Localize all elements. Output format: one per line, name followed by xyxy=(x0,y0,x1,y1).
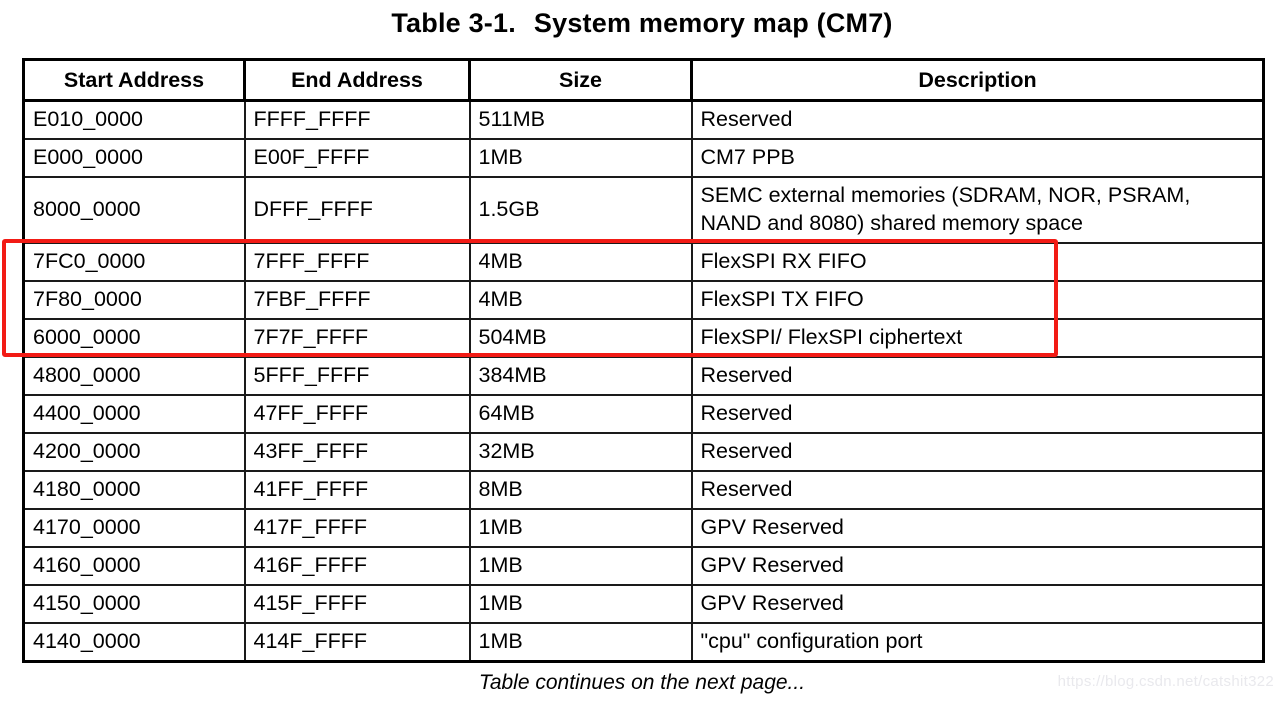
cell-start-address: 7F80_0000 xyxy=(22,279,246,320)
cell-end-address: 414F_FFFF xyxy=(243,621,471,663)
cell-size: 511MB xyxy=(468,99,693,140)
table-header: Start Address End Address Size Descripti… xyxy=(22,58,1265,102)
cell-size: 4MB xyxy=(468,241,693,282)
table-caption: Table 3-1. System memory map (CM7) xyxy=(0,8,1284,39)
cell-start-address: 4180_0000 xyxy=(22,469,246,510)
cell-end-address: E00F_FFFF xyxy=(243,137,471,178)
table-continuation-note: Table continues on the next page... xyxy=(478,671,806,694)
cell-end-address: 7FBF_FFFF xyxy=(243,279,471,320)
cell-description: SEMC external memories (SDRAM, NOR, PSRA… xyxy=(690,175,1265,244)
memory-map-table: Start Address End Address Size Descripti… xyxy=(22,58,1265,663)
cell-end-address: 415F_FFFF xyxy=(243,583,471,624)
cell-start-address: 4400_0000 xyxy=(22,393,246,434)
cell-description: Reserved xyxy=(690,431,1265,472)
cell-end-address: 41FF_FFFF xyxy=(243,469,471,510)
col-header-start-address: Start Address xyxy=(22,58,246,102)
cell-start-address: 4170_0000 xyxy=(22,507,246,548)
cell-end-address: 43FF_FFFF xyxy=(243,431,471,472)
cell-size: 1MB xyxy=(468,507,693,548)
cell-description: Reserved xyxy=(690,469,1265,510)
table-caption-title: System memory map (CM7) xyxy=(533,8,893,38)
cell-size: 1.5GB xyxy=(468,175,693,244)
cell-end-address: 417F_FFFF xyxy=(243,507,471,548)
cell-size: 32MB xyxy=(468,431,693,472)
cell-size: 1MB xyxy=(468,137,693,178)
cell-end-address: 7F7F_FFFF xyxy=(243,317,471,358)
cell-start-address: 4150_0000 xyxy=(22,583,246,624)
cell-description: Reserved xyxy=(690,393,1265,434)
cell-description: GPV Reserved xyxy=(690,545,1265,586)
cell-description: CM7 PPB xyxy=(690,137,1265,178)
cell-size: 1MB xyxy=(468,545,693,586)
cell-end-address: FFFF_FFFF xyxy=(243,99,471,140)
cell-start-address: 7FC0_0000 xyxy=(22,241,246,282)
cell-size: 384MB xyxy=(468,355,693,396)
cell-end-address: 416F_FFFF xyxy=(243,545,471,586)
col-header-size: Size xyxy=(468,58,693,102)
cell-start-address: 4200_0000 xyxy=(22,431,246,472)
cell-start-address: E000_0000 xyxy=(22,137,246,178)
cell-start-address: 4140_0000 xyxy=(22,621,246,663)
cell-description: Reserved xyxy=(690,99,1265,140)
cell-description: Reserved xyxy=(690,355,1265,396)
cell-description: FlexSPI TX FIFO xyxy=(690,279,1265,320)
cell-end-address: 47FF_FFFF xyxy=(243,393,471,434)
col-header-end-address: End Address xyxy=(243,58,471,102)
cell-start-address: 6000_0000 xyxy=(22,317,246,358)
cell-size: 504MB xyxy=(468,317,693,358)
cell-end-address: DFFF_FFFF xyxy=(243,175,471,244)
cell-end-address: 5FFF_FFFF xyxy=(243,355,471,396)
cell-description: "cpu" configuration port xyxy=(690,621,1265,663)
cell-size: 1MB xyxy=(468,583,693,624)
cell-start-address: E010_0000 xyxy=(22,99,246,140)
cell-size: 8MB xyxy=(468,469,693,510)
cell-description: FlexSPI RX FIFO xyxy=(690,241,1265,282)
cell-size: 1MB xyxy=(468,621,693,663)
watermark-url: https://blog.csdn.net/catshit322 xyxy=(1057,673,1274,690)
cell-start-address: 4800_0000 xyxy=(22,355,246,396)
col-header-description: Description xyxy=(690,58,1265,102)
cell-start-address: 8000_0000 xyxy=(22,175,246,244)
cell-description: GPV Reserved xyxy=(690,507,1265,548)
cell-end-address: 7FFF_FFFF xyxy=(243,241,471,282)
table-caption-label: Table 3-1. xyxy=(391,8,516,38)
cell-start-address: 4160_0000 xyxy=(22,545,246,586)
table-header-row: Start Address End Address Size Descripti… xyxy=(22,58,1265,102)
cell-size: 4MB xyxy=(468,279,693,320)
cell-description: GPV Reserved xyxy=(690,583,1265,624)
cell-size: 64MB xyxy=(468,393,693,434)
cell-description: FlexSPI/ FlexSPI ciphertext xyxy=(690,317,1265,358)
